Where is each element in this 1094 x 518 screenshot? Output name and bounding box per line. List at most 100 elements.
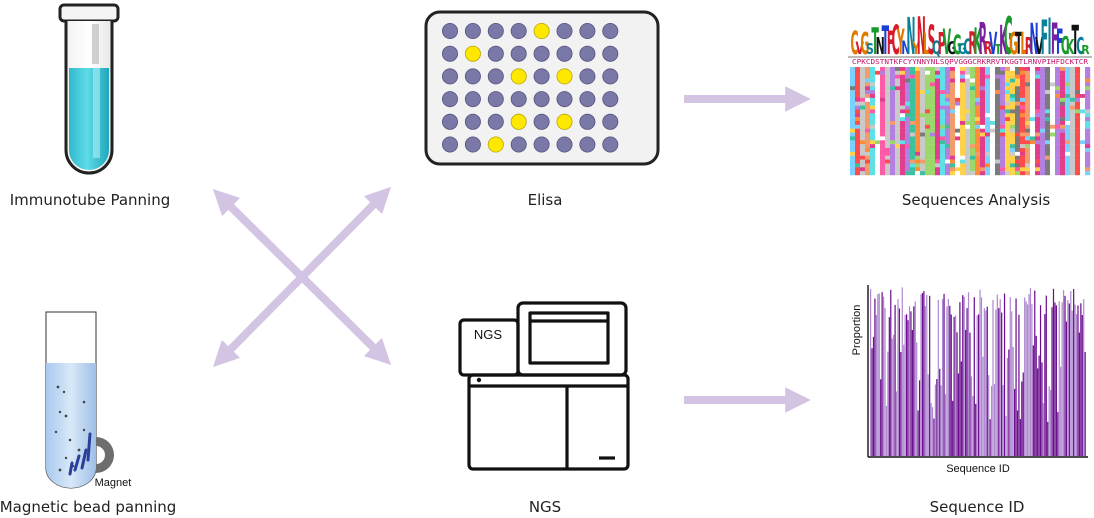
- alignment-cell: [1030, 121, 1036, 126]
- alignment-cell: [885, 121, 891, 126]
- alignment-cell: [1075, 136, 1081, 141]
- alignment-cell: [880, 94, 886, 99]
- alignment-cell: [965, 128, 971, 133]
- alignment-cell: [1055, 159, 1061, 164]
- alignment-cell: [880, 167, 886, 172]
- elisa-well: [464, 136, 481, 153]
- alignment-cell: [1080, 171, 1086, 176]
- magnetic-bead-tube-icon: [45, 311, 97, 489]
- bar: [942, 299, 944, 456]
- bar: [1044, 314, 1046, 456]
- alignment-cell: [860, 86, 866, 91]
- alignment-cell: [1035, 128, 1041, 133]
- alignment-cell: [885, 97, 891, 102]
- alignment-cell: [1015, 148, 1021, 153]
- alignment-cell: [1025, 94, 1031, 99]
- alignment-cell: [1015, 90, 1021, 95]
- alignment-cell: [1055, 94, 1061, 99]
- alignment-cell: [930, 94, 936, 99]
- elisa-well: [464, 68, 481, 85]
- alignment-cell: [930, 82, 936, 87]
- alignment-cell: [895, 124, 901, 129]
- alignment-cell: [995, 159, 1001, 164]
- alignment-cell: [1015, 136, 1021, 141]
- alignment-cell: [1055, 132, 1061, 137]
- elisa-plate-icon: [424, 10, 660, 166]
- alignment-cell: [930, 132, 936, 137]
- bar: [965, 329, 967, 456]
- alignment-cell: [985, 124, 991, 129]
- alignment-cell: [870, 78, 876, 83]
- alignment-cell: [1035, 124, 1041, 129]
- alignment-cell: [880, 121, 886, 126]
- alignment-cell: [925, 144, 931, 149]
- alignment-cell: [980, 86, 986, 91]
- alignment-cell: [910, 90, 916, 95]
- alignment-cell: [1035, 121, 1041, 126]
- alignment-cell: [855, 155, 861, 160]
- alignment-cell: [850, 109, 856, 114]
- alignment-cell: [880, 105, 886, 110]
- alignment-cell: [945, 101, 951, 106]
- alignment-cell: [1050, 74, 1056, 79]
- alignment-cell: [1065, 124, 1071, 129]
- alignment-cell: [940, 97, 946, 102]
- alignment-cell: [975, 155, 981, 160]
- elisa-well: [533, 113, 550, 130]
- alignment-cell: [1055, 151, 1061, 156]
- alignment-cell: [1020, 128, 1026, 133]
- bar: [988, 375, 990, 456]
- alignment-cell: [1060, 105, 1066, 110]
- alignment-cell: [1030, 128, 1036, 133]
- alignment-cell: [975, 171, 981, 176]
- alignment-cell: [1005, 70, 1011, 75]
- alignment-cell: [1080, 167, 1086, 172]
- logo-letter: T: [882, 17, 890, 63]
- alignment-cell: [900, 132, 906, 137]
- bar: [1021, 381, 1023, 456]
- alignment-cell: [955, 167, 961, 172]
- bar: [1008, 349, 1010, 456]
- alignment-cell: [920, 67, 926, 72]
- alignment-cell: [850, 171, 856, 176]
- alignment-cell: [1005, 163, 1011, 168]
- logo-letter: C: [1061, 31, 1069, 61]
- alignment-cell: [945, 82, 951, 87]
- alignment-cell: [980, 78, 986, 83]
- alignment-cell: [885, 82, 891, 87]
- alignment-cell: [925, 94, 931, 99]
- bar: [1048, 386, 1050, 456]
- alignment-cell: [940, 148, 946, 153]
- alignment-cell: [940, 171, 946, 176]
- alignment-cell: [890, 148, 896, 153]
- alignment-cell: [1010, 105, 1016, 110]
- alignment-cell: [955, 136, 961, 141]
- alignment-cell: [1055, 105, 1061, 110]
- alignment-cell: [1070, 128, 1076, 133]
- alignment-cell: [1085, 128, 1091, 133]
- alignment-cell: [930, 78, 936, 83]
- alignment-cell: [905, 155, 911, 160]
- alignment-cell: [935, 90, 941, 95]
- alignment-cell: [885, 117, 891, 122]
- alignment-cell: [1035, 151, 1041, 156]
- bar: [901, 287, 903, 456]
- elisa-well-positive: [464, 45, 481, 62]
- alignment-cell: [995, 124, 1001, 129]
- alignment-cell: [955, 148, 961, 153]
- alignment-cell: [1030, 109, 1036, 114]
- alignment-cell: [1045, 101, 1051, 106]
- alignment-cell: [1075, 70, 1081, 75]
- alignment-cell: [1005, 86, 1011, 91]
- alignment-cell: [890, 117, 896, 122]
- alignment-cell: [875, 74, 881, 79]
- alignment-cell: [1070, 167, 1076, 172]
- alignment-cell: [975, 90, 981, 95]
- elisa-well: [441, 45, 458, 62]
- bar: [914, 301, 916, 456]
- alignment-cell: [940, 82, 946, 87]
- alignment-cell: [1055, 90, 1061, 95]
- alignment-cell: [870, 124, 876, 129]
- alignment-cell: [985, 151, 991, 156]
- alignment-cell: [895, 113, 901, 118]
